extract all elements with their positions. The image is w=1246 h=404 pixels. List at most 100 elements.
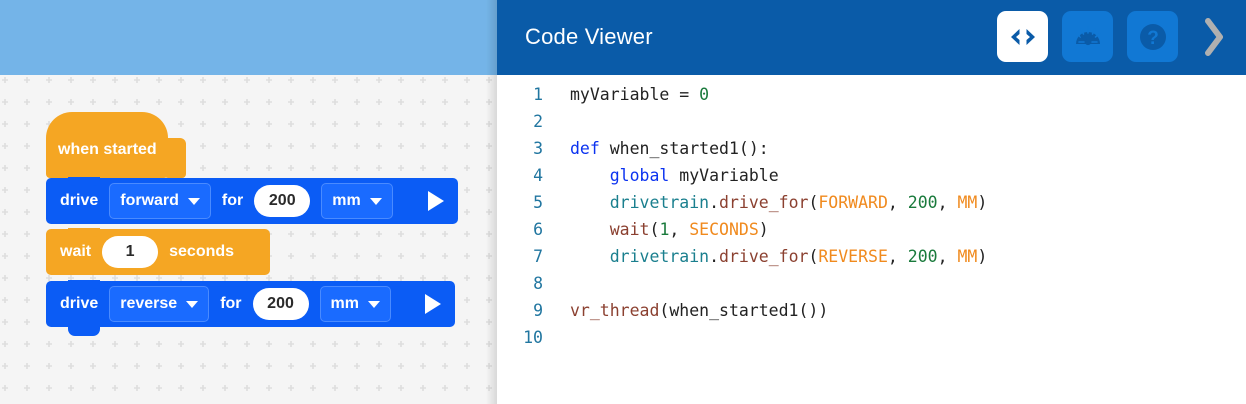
code-token: ( (649, 220, 660, 239)
chevron-down-icon (367, 300, 380, 308)
code-token: ( (808, 193, 819, 212)
code-token: def (570, 139, 600, 158)
code-line[interactable]: 7 drivetrain.drive_for(REVERSE, 200, MM) (497, 243, 1246, 270)
code-token: FORWARD (818, 193, 888, 212)
workspace-sky-band (0, 0, 497, 75)
code-token: vr_thread (570, 301, 660, 320)
code-token: myVariable = (570, 85, 700, 104)
play-icon[interactable] (425, 294, 441, 314)
block-notch-top (68, 280, 100, 289)
block-when-started-label: when started (58, 141, 157, 158)
line-number: 4 (533, 166, 543, 185)
panel-divider-shadow (486, 0, 498, 404)
block-when-started[interactable]: when started (46, 112, 186, 178)
code-viewer-actions: ? (997, 11, 1236, 62)
code-line-text: def when_started1(): (570, 135, 769, 162)
code-viewer-title: Code Viewer (525, 24, 653, 49)
block-notch-top (68, 228, 100, 237)
code-viewer-header: Code Viewer (497, 0, 1246, 75)
code-token (570, 247, 610, 266)
distance-input-reverse[interactable]: 200 (252, 288, 309, 320)
code-token: wait (609, 220, 650, 239)
svg-text:?: ? (1147, 28, 1159, 49)
line-number: 2 (533, 112, 543, 131)
block-stack[interactable]: when started drive forward for 200 mm (0, 0, 497, 404)
code-token (570, 220, 610, 239)
code-token: , (937, 247, 958, 266)
direction-dropdown-forward[interactable]: forward (109, 183, 211, 219)
code-token: (when_started1()) (659, 301, 829, 320)
line-number: 5 (533, 193, 543, 212)
code-line-text: global myVariable (570, 162, 779, 189)
unit-dropdown-reverse[interactable]: mm (319, 286, 391, 322)
code-token: MM (957, 247, 978, 266)
code-token: , (669, 220, 690, 239)
direction-dropdown-reverse-value: reverse (120, 295, 178, 312)
block-drive-reverse[interactable]: drive reverse for 200 mm (46, 280, 455, 336)
block-wait[interactable]: wait 1 seconds (46, 228, 270, 275)
code-token: , (887, 247, 908, 266)
hat-tab (164, 138, 186, 178)
line-number: 9 (533, 301, 543, 320)
block-notch-bottom (68, 327, 100, 336)
unit-dropdown-forward-value: mm (332, 192, 361, 209)
blocks-workspace[interactable]: when started drive forward for 200 mm (0, 0, 497, 404)
question-mark-icon: ? (1139, 23, 1166, 50)
code-token (570, 166, 610, 185)
code-token: global (609, 166, 670, 185)
code-token: drivetrain (609, 247, 710, 266)
code-line[interactable]: 3 def when_started1(): (497, 135, 1246, 162)
code-line-text: vr_thread(when_started1()) (570, 297, 828, 324)
code-token: drive_for (719, 247, 809, 266)
direction-dropdown-forward-value: forward (120, 192, 179, 209)
collapse-panel-button[interactable] (1192, 11, 1236, 62)
direction-dropdown-reverse[interactable]: reverse (109, 286, 210, 322)
code-token: myVariable (669, 166, 779, 185)
code-token: when_started1(): (599, 139, 769, 158)
block-wait-verb: wait (60, 243, 92, 260)
code-line-text: myVariable = 0 (570, 81, 709, 108)
code-token: 200 (907, 247, 938, 266)
block-notch-top (68, 177, 100, 186)
code-view-button[interactable] (997, 11, 1048, 62)
code-token: 0 (699, 85, 710, 104)
line-number: 7 (533, 247, 543, 266)
gauge-icon (1075, 25, 1100, 45)
code-line[interactable]: 8 (497, 270, 1246, 297)
code-token: 200 (907, 193, 938, 212)
distance-input-forward[interactable]: 200 (254, 185, 311, 217)
code-line[interactable]: 1 myVariable = 0 (497, 81, 1246, 108)
dashboard-button[interactable] (1062, 11, 1113, 62)
chevron-right-icon (1205, 17, 1223, 56)
code-line[interactable]: 10 (497, 324, 1246, 351)
code-line-text: wait(1, SECONDS) (570, 216, 769, 243)
code-token: . (709, 247, 720, 266)
wait-duration-input[interactable]: 1 (102, 236, 159, 268)
line-number: 1 (533, 85, 543, 104)
code-line[interactable]: 2 (497, 108, 1246, 135)
block-drive-forward[interactable]: drive forward for 200 mm (46, 177, 458, 224)
code-token: 1 (659, 220, 670, 239)
code-token: SECONDS (689, 220, 759, 239)
help-button[interactable]: ? (1127, 11, 1178, 62)
code-token: , (937, 193, 958, 212)
code-token: drive_for (719, 193, 809, 212)
unit-dropdown-forward[interactable]: mm (321, 183, 393, 219)
hat-shape (46, 112, 168, 178)
block-drive-forward-verb: drive (60, 192, 99, 209)
code-brackets-icon (1010, 28, 1035, 45)
play-icon[interactable] (428, 191, 444, 211)
code-line[interactable]: 9 vr_thread(when_started1()) (497, 297, 1246, 324)
chevron-down-icon (369, 197, 382, 205)
code-token (570, 193, 610, 212)
code-line-text: drivetrain.drive_for(FORWARD, 200, MM) (570, 189, 988, 216)
code-line[interactable]: 5 drivetrain.drive_for(FORWARD, 200, MM) (497, 189, 1246, 216)
code-line[interactable]: 4 global myVariable (497, 162, 1246, 189)
block-drive-reverse-verb: drive (60, 295, 99, 312)
block-wait-unit-label: seconds (169, 243, 235, 260)
code-line-text: drivetrain.drive_for(REVERSE, 200, MM) (570, 243, 988, 270)
line-number: 3 (533, 139, 543, 158)
code-token: , (887, 193, 908, 212)
code-line[interactable]: 6 wait(1, SECONDS) (497, 216, 1246, 243)
